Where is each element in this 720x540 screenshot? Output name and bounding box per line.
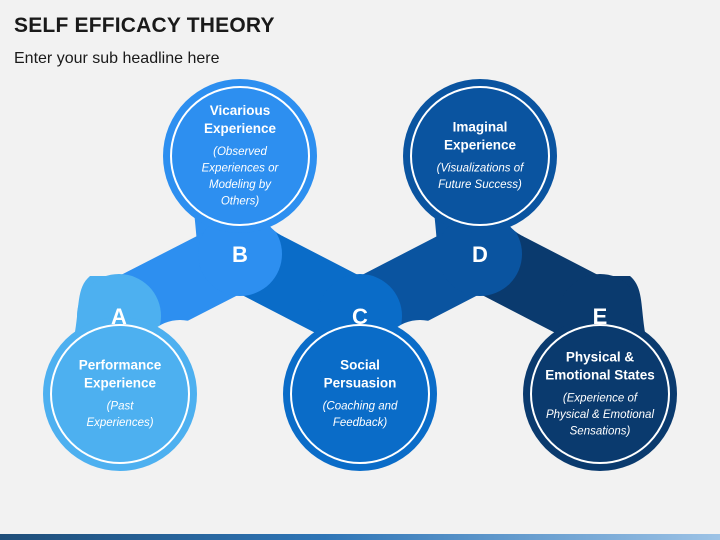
node-title-c-line-1: Social [340, 358, 380, 373]
node-ring-b [170, 86, 310, 226]
node-circle-e [523, 317, 677, 471]
node-ring-a [50, 324, 190, 464]
node-desc-e-line-1: (Experience of [563, 392, 639, 404]
node-letter-c: C [352, 304, 368, 329]
node-desc-b-line-3: Modeling by [209, 179, 272, 191]
node-letter-d: D [472, 242, 488, 267]
footer-gradient-bar [0, 534, 720, 540]
node-ring-d [410, 86, 550, 226]
node-desc-d-line-1: (Visualizations of [437, 163, 526, 175]
node-title-c-line-2: Persuasion [324, 376, 397, 391]
node-desc-b-line-2: Experiences or [202, 163, 280, 175]
letter-hub-d [438, 212, 522, 296]
node-desc-a-line-1: (Past [107, 401, 135, 413]
node-desc-c-line-2: Feedback) [333, 417, 388, 429]
node-title-d-line-2: Experience [444, 138, 517, 153]
page-title: SELF EFFICACY THEORY [14, 14, 275, 37]
node-title-a-line-2: Experience [84, 376, 157, 391]
node-title-b-line-1: Vicarious [210, 103, 271, 118]
node-title-e-line-1: Physical & [566, 349, 635, 364]
node-ring-e [530, 324, 670, 464]
node-letter-a: A [111, 304, 127, 329]
labels: APerformanceExperience(PastExperiences)B… [79, 103, 655, 437]
node-desc-e-line-2: Physical & Emotional [546, 409, 654, 421]
node-desc-a-line-2: Experiences) [86, 417, 153, 429]
node-letter-b: B [232, 242, 248, 267]
node-title-a-line-1: Performance [79, 358, 162, 373]
node-circle-d [403, 79, 557, 233]
node-ring-c [290, 324, 430, 464]
node-desc-b-line-1: (Observed [213, 146, 267, 158]
letter-hub-b [198, 212, 282, 296]
circles [43, 79, 677, 471]
page-subtitle: Enter your sub headline here [14, 50, 220, 67]
node-circle-c [283, 317, 437, 471]
node-desc-e-line-3: Sensations) [570, 425, 631, 437]
node-desc-c-line-1: (Coaching and [323, 401, 398, 413]
node-title-e-line-2: Emotional States [545, 367, 655, 382]
node-desc-b-line-4: Others) [221, 196, 260, 208]
node-circle-a [43, 317, 197, 471]
node-desc-d-line-2: Future Success) [438, 179, 522, 191]
node-title-b-line-2: Experience [204, 121, 277, 136]
node-title-d-line-1: Imaginal [453, 120, 508, 135]
node-circle-b [163, 79, 317, 233]
node-letter-e: E [593, 304, 608, 329]
